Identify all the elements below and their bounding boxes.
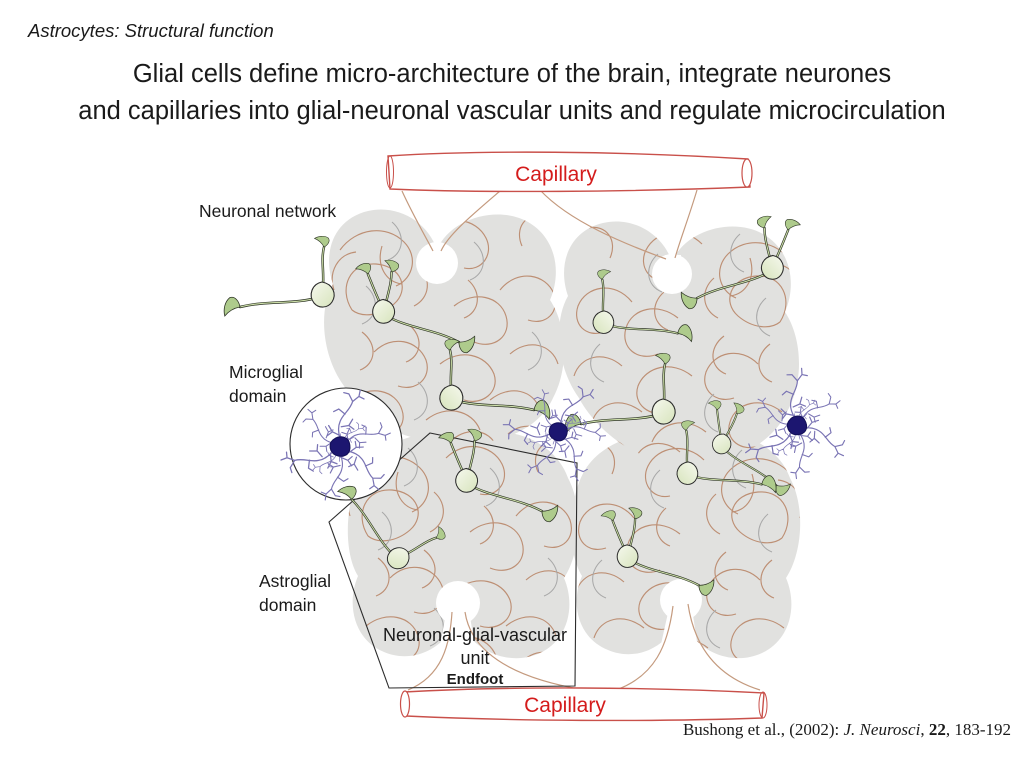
endfoot-funnel-icon <box>687 603 761 691</box>
capillary-end-cap <box>758 691 768 719</box>
capillary-end-cap <box>741 158 753 188</box>
slide-header: Astrocytes: Structural function <box>28 20 274 41</box>
neuronal-network-label: Neuronal network <box>199 201 337 221</box>
citation-comma: , <box>920 720 929 739</box>
capillary-hole <box>416 242 458 284</box>
capillary-top-label: Capillary <box>515 163 597 186</box>
ngv-unit-label-line1: Neuronal-glial-vascular <box>382 625 568 645</box>
ngv-unit-pentagon <box>328 432 578 689</box>
astroglial-domain-label-line2: domain <box>259 595 317 615</box>
astroglial-domain-label-line1: Astroglial <box>259 571 331 591</box>
astroglial-domain-blobs <box>324 209 801 666</box>
ngv-unit-label-line2: unit <box>460 648 490 668</box>
slide-title-line2: and capillaries into glial-neuronal vasc… <box>78 97 946 125</box>
microglial-domain-label-line1: Microglial <box>229 362 303 382</box>
capillary-hole <box>652 254 692 294</box>
endfoot-funnel-icon <box>464 611 586 691</box>
citation-pages: , 183-192 <box>945 720 1011 739</box>
endfoot-funnel-icon <box>407 611 453 691</box>
endfoot-label: Endfoot <box>446 671 504 688</box>
neuron-icon <box>223 236 334 319</box>
capillary-top: Capillary <box>386 151 753 193</box>
endfoot-funnel-icon <box>401 190 434 252</box>
endfoot-funnel-icon <box>615 605 674 691</box>
endfoot-funnel-icon <box>674 189 698 259</box>
capillary-bottom: Capillary <box>399 687 768 722</box>
capillary-hole <box>436 581 480 625</box>
capillary-end-cap <box>399 690 411 718</box>
endfoot-funnel-icon <box>539 189 667 260</box>
citation-journal: J. Neurosci <box>843 720 921 739</box>
capillary-tube-icon <box>387 151 751 193</box>
citation-prefix: Bushong et al., (2002): <box>682 720 844 739</box>
citation: Bushong et al., (2002): J. Neurosci, 22,… <box>683 720 1011 740</box>
citation-volume: 22 <box>928 720 946 739</box>
endfoot-funnels <box>401 189 761 691</box>
ngv-unit-label: Neuronal-glial-vascular unit Endfoot <box>360 624 590 689</box>
microglial-domain-label-line2: domain <box>229 386 287 406</box>
astroglial-domain-label: Astroglial domain <box>259 569 331 617</box>
microglial-domain-label: Microglial domain <box>229 360 303 408</box>
endfoot-funnel-icon <box>440 190 501 252</box>
slide-title: Glial cells define micro-architecture of… <box>0 56 1024 130</box>
capillary-end-cap <box>386 155 394 189</box>
capillary-bottom-label: Capillary <box>524 694 606 717</box>
capillary-hole <box>660 579 702 621</box>
slide-title-line1: Glial cells define micro-architecture of… <box>132 60 892 88</box>
